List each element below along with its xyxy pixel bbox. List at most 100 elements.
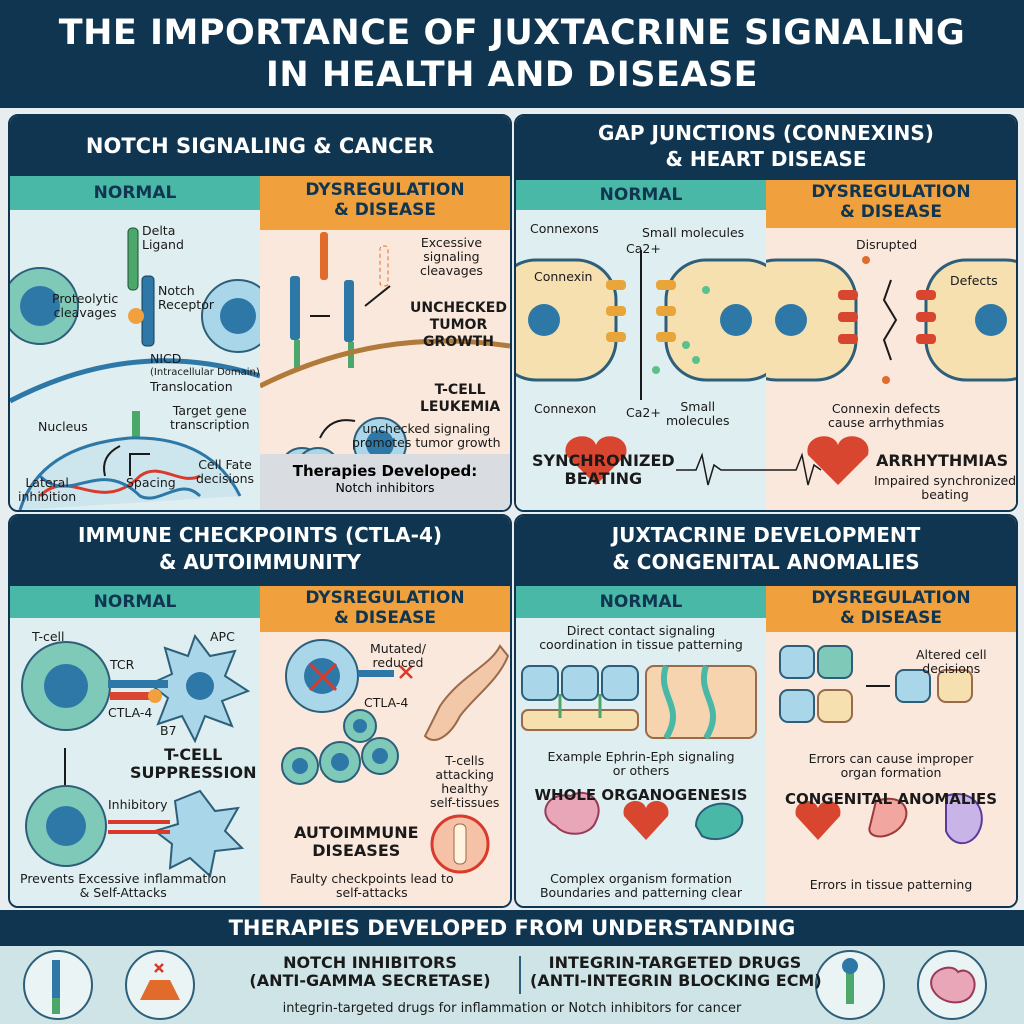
integrin-drugs-label: INTEGRIN-TARGETED DRUGS(ANTI-INTEGRIN BL… (530, 953, 822, 990)
ctla4-icon (110, 692, 150, 700)
therapies-label: Therapies Developed: (292, 462, 478, 480)
congenital-label: CONGENITAL ANOMALIES (784, 790, 998, 808)
title-line-1: THE IMPORTANCE OF JUXTACRINE SIGNALING (58, 13, 966, 53)
immune-dys-illustration (281, 639, 510, 874)
connexon-bottom-label: Connexon (534, 401, 597, 416)
gap-panel: GAP JUNCTIONS (CONNEXINS)& HEART DISEASE… (514, 114, 1018, 512)
gap-dys-column: DYSREGULATION& DISEASE Disrupted Defects… (766, 180, 1016, 510)
joint-icon (423, 644, 510, 741)
normal-header: NORMAL (516, 586, 766, 618)
therapies-footer: integrin-targeted drugs for inflammation… (282, 1001, 742, 1016)
ecg-icon (676, 452, 766, 486)
tissue-patterning-icon (645, 665, 757, 740)
gap-normal-column: NORMAL Connexons Small molecules Ca2+ Co… (516, 180, 766, 510)
heart-icon (623, 801, 669, 840)
nicd-icon (132, 411, 140, 439)
ctla4-dys-label: CTLA-4 (364, 695, 409, 710)
nicd-label: NICD (Intracellular Domain) Translocatio… (150, 351, 260, 394)
defects-label: Defects (950, 273, 998, 288)
immune-normal-illustration (21, 633, 251, 878)
left-cell-icon (516, 258, 618, 382)
heart-icon (565, 436, 627, 485)
apc-label: APC (210, 629, 235, 644)
therapies-box: Therapies Developed: Notch inhibitors (260, 454, 510, 510)
prevents-label: Prevents Excessive inflammation& Self-At… (20, 871, 227, 900)
normal-header: NORMAL (516, 180, 766, 210)
ecg-icon (766, 452, 822, 486)
heart-icon (807, 436, 869, 485)
ctla4-label: CTLA-4 (108, 705, 153, 720)
membrane-icon (10, 358, 260, 404)
therapies-sub: Notch inhibitors (335, 480, 435, 495)
develop-panel: JUXTACRINE DEVELOPMENT& CONGENITAL ANOMA… (514, 514, 1018, 908)
small-molecules-top-label: Small molecules (642, 225, 745, 240)
inhibitory-label: Inhibitory (108, 797, 168, 812)
ephrin-eph-cells-icon (521, 665, 639, 731)
arrhythmias-label: ARRHYTHMIAS (876, 451, 1009, 470)
tcr-icon (108, 680, 168, 688)
sender-nucleus-icon (20, 286, 60, 326)
immune-dys-column: DYSREGULATION& DISEASE Mutated/reduced C… (260, 586, 510, 906)
receptor-2-icon (344, 280, 354, 342)
connexons-label: Connexons (530, 221, 599, 236)
right-cell-icon (664, 258, 766, 382)
title-line-2: IN HEALTH AND DISEASE (265, 55, 759, 95)
ca-bottom-label: Ca2+ (626, 405, 661, 420)
ca-top-label: Ca2+ (626, 241, 661, 256)
tcell-label: T-cell (32, 629, 65, 644)
notch-normal-illustration (10, 227, 260, 510)
brain-icon (544, 791, 600, 835)
stomach-icon (868, 797, 908, 838)
therapies-bar-header: THERAPIES DEVELOPED FROM UNDERSTANDING (0, 910, 1024, 946)
tumor-membrane-icon (260, 338, 510, 389)
dys-header: DYSREGULATION& DISEASE (260, 586, 510, 632)
b7-label: B7 (160, 723, 177, 738)
uterus-icon (945, 793, 983, 845)
apc-inhibited-icon (152, 789, 245, 878)
whole-organogenesis-label: WHOLE ORGANOGENESIS (534, 786, 748, 804)
defective-connexon-icon (838, 290, 936, 344)
blocked-x-icon (399, 665, 413, 679)
dys-header: DYSREGULATION& DISEASE (766, 586, 1016, 632)
gap-normal-illustration (516, 250, 766, 486)
spacing-label: Spacing (126, 475, 176, 490)
embryo-icon (694, 802, 744, 841)
normal-header: NORMAL (10, 176, 260, 210)
dys-header: DYSREGULATION& DISEASE (260, 176, 510, 230)
immune-panel-title: IMMUNE CHECKPOINTS (CTLA-4)& AUTOIMMUNIT… (10, 516, 510, 586)
connexin-label: Connexin (534, 269, 593, 284)
develop-dys-illustration (779, 645, 983, 845)
immune-panel: IMMUNE CHECKPOINTS (CTLA-4)& AUTOIMMUNIT… (8, 514, 512, 908)
gap-dys-illustration (766, 256, 1016, 486)
page-header: THE IMPORTANCE OF JUXTACRINE SIGNALING I… (0, 0, 1024, 108)
b7-icon (148, 689, 162, 703)
transcription-arrow-icon (129, 453, 150, 476)
malformed-heart-icon (795, 801, 841, 840)
gap-panel-title: GAP JUNCTIONS (CONNEXINS)& HEART DISEASE (516, 116, 1016, 180)
